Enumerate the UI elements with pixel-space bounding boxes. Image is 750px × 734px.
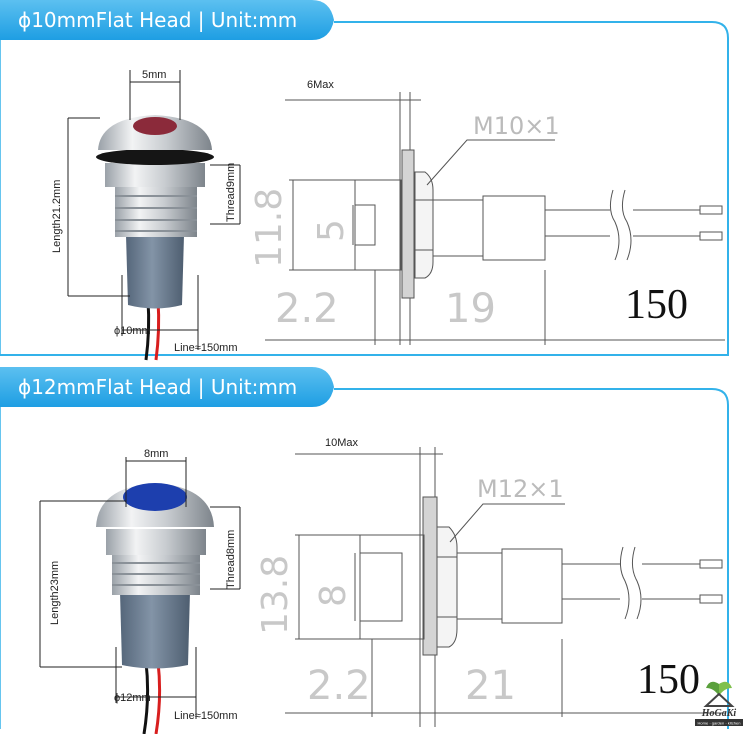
technical-drawing: 10Max M12×1 13.8 8 2.2 21 150 (255, 437, 725, 727)
diameter-label: ϕ12mm (114, 692, 151, 704)
svg-text:HoGaKi: HoGaKi (701, 708, 737, 719)
thread-label: Thread9mm (225, 163, 237, 222)
width-a-label: 2.2 (275, 286, 339, 332)
thread-spec-label: M12×1 (477, 475, 564, 503)
length-label: Length23mm (49, 561, 61, 625)
body-grey (120, 592, 190, 669)
width-a-label: 2.2 (307, 663, 371, 709)
panel-header-bar (0, 0, 334, 40)
cable-length-label: 150 (637, 657, 700, 703)
product-illustration: 8mm Length23mm Thread8mm ϕ12mm Line≈150m… (39, 448, 241, 734)
height-inner-label: 5 (311, 219, 352, 242)
nut (106, 529, 206, 555)
body-grey (126, 235, 184, 309)
line-length-label: Line≈150mm (174, 342, 238, 354)
cable-length-label: 150 (625, 282, 688, 328)
product-illustration: 5mm Length21.2mm Thread9mm ϕ10mm Line≈15… (51, 69, 241, 361)
panel-header-bar (0, 367, 334, 407)
width-b-label: 19 (445, 286, 496, 332)
panel-title: ϕ12mmFlat Head | Unit:mm (18, 375, 298, 399)
top-width-label: 5mm (142, 69, 166, 81)
diameter-label: ϕ10mm (114, 325, 151, 337)
led-lens (123, 483, 187, 511)
o-ring (96, 149, 214, 165)
red-wire (154, 661, 162, 734)
height-inner-label: 8 (313, 584, 354, 607)
technical-drawing: 6Max M10×1 11.8 5 2.2 19 150 (249, 79, 725, 345)
height-outer-label: 13.8 (255, 555, 296, 635)
svg-text:Home · garden · kitchen: Home · garden · kitchen (698, 721, 741, 726)
thread-label: Thread8mm (225, 530, 237, 589)
panel-12mm: ϕ12mmFlat Head | Unit:mm (0, 367, 750, 734)
top-width-label: 8mm (144, 448, 168, 460)
width-b-label: 21 (465, 663, 516, 709)
length-label: Length21.2mm (51, 180, 63, 253)
nut (105, 163, 205, 187)
panel-title: ϕ10mmFlat Head | Unit:mm (18, 8, 298, 32)
thread (115, 185, 197, 237)
max-label: 6Max (307, 79, 334, 91)
height-outer-label: 11.8 (249, 188, 290, 268)
panel-10mm: ϕ10mmFlat Head | Unit:mm (0, 0, 750, 362)
panel-frame (0, 21, 729, 356)
max-label: 10Max (325, 437, 359, 449)
line-length-label: Line≈150mm (174, 710, 238, 722)
thread-spec-label: M10×1 (473, 112, 560, 140)
panel-frame (0, 388, 729, 729)
brand-logo: HoGaKi Home · garden · kitchen (695, 681, 743, 726)
led-lens (133, 117, 177, 135)
black-wire (142, 661, 150, 734)
